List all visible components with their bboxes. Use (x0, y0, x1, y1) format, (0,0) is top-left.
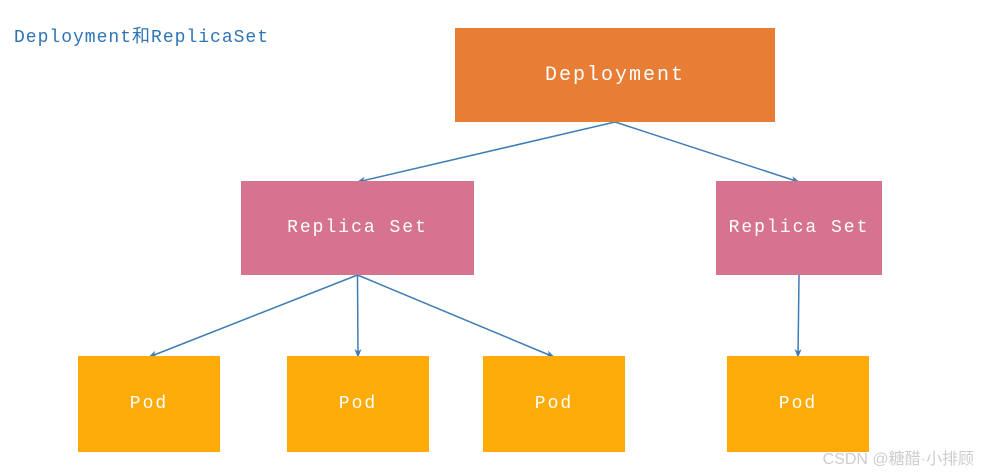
pod-node-4: Pod (727, 356, 869, 452)
replicaset-node-left-label: Replica Set (287, 218, 428, 238)
pod-node-3: Pod (483, 356, 625, 452)
replicaset-node-left: Replica Set (241, 181, 474, 275)
pod-node-3-label: Pod (534, 394, 574, 414)
edge-arrow (354, 274, 362, 358)
pod-node-4-label: Pod (778, 394, 818, 414)
edge-arrow (357, 274, 555, 358)
pod-node-2: Pod (287, 356, 429, 452)
deployment-node-label: Deployment (544, 63, 686, 87)
pod-node-1: Pod (78, 356, 220, 452)
edge-arrow (614, 121, 800, 183)
replicaset-node-right-label: Replica Set (728, 218, 870, 238)
pod-node-1-label: Pod (129, 394, 169, 414)
pod-node-2-label: Pod (338, 394, 378, 414)
diagram-title: Deployment和ReplicaSet (14, 28, 270, 48)
csdn-watermark: CSDN @糖醋·小排顾 (822, 451, 974, 468)
edge-arrow (356, 121, 616, 184)
replicaset-node-right: Replica Set (716, 181, 882, 275)
edge-arrow (148, 274, 358, 358)
edge-arrow (794, 274, 802, 358)
deployment-node: Deployment (455, 28, 775, 122)
